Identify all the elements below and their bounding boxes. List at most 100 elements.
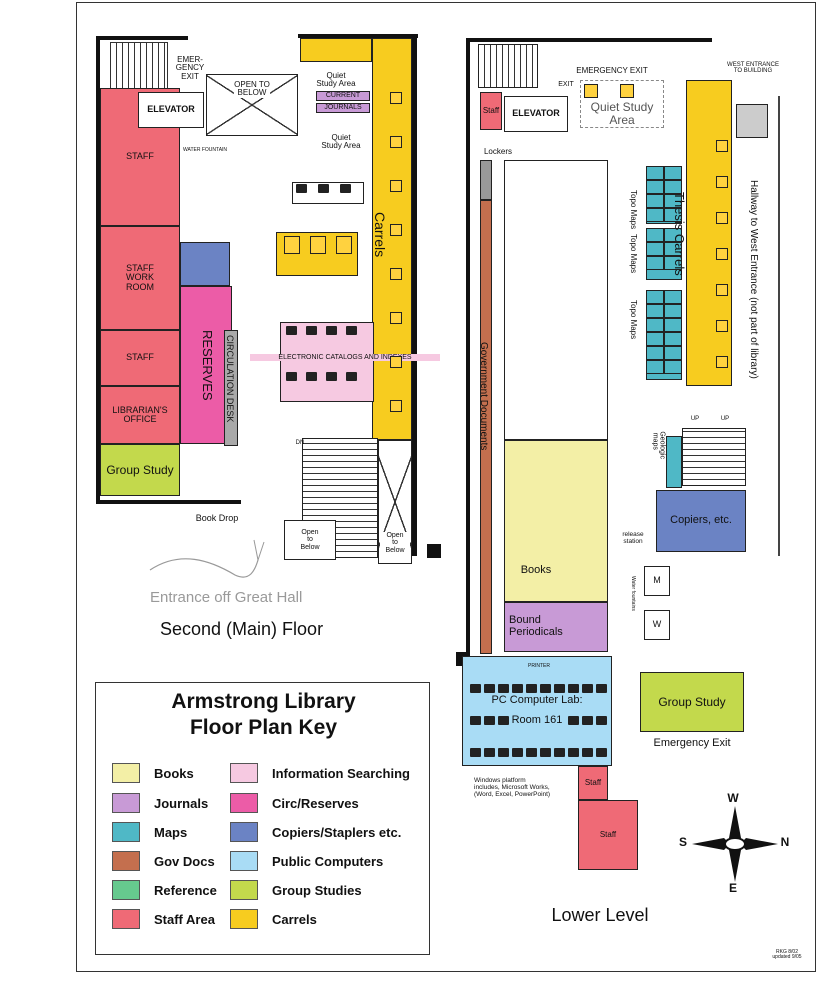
entrance-path-arrow [149, 539, 265, 578]
computer-icon [286, 372, 297, 381]
water-fountains-label: Water fountains [630, 576, 636, 611]
map-drawer [646, 228, 664, 242]
open-to-below-label: Open to Below [380, 532, 410, 555]
legend-label: Maps [154, 824, 188, 840]
map-drawer [646, 194, 664, 208]
computer-icon [498, 684, 509, 693]
compass-east-label: E [728, 881, 737, 895]
legend-item-group-studies: Group Studies [230, 880, 362, 900]
legend-label: Circ/Reserves [272, 795, 359, 811]
computer-icon [306, 372, 317, 381]
west-entrance-label: WEST ENTRANCE TO BUILDING [727, 62, 779, 75]
topo-maps-label: Topo Maps [629, 234, 638, 274]
computer-icon [526, 748, 537, 757]
map-drawer [664, 228, 682, 242]
carrel-desk [390, 356, 402, 368]
computer-icon [326, 372, 337, 381]
government-documents-label: Government Documents [478, 342, 489, 451]
entrance-label: Entrance off Great Hall [150, 589, 303, 606]
map-drawer [664, 180, 682, 194]
group-study-label: Group Study [106, 462, 174, 477]
legend-swatch [112, 909, 140, 929]
book-drop-label: Book Drop [195, 513, 239, 523]
hallway-label: Hallway to West Entrance (not part of li… [748, 180, 759, 379]
bound-periodicals-label: Bound Periodicals [509, 614, 563, 638]
pc-lab-label: PC Computer Lab: [491, 694, 583, 707]
legend-item-circ-reserves: Circ/Reserves [230, 793, 359, 813]
computer-icon [340, 184, 351, 193]
second-floor-title: Second (Main) Floor [160, 619, 324, 639]
carrel-desk [716, 284, 728, 296]
staff-label: Staff [482, 105, 500, 115]
staff-room: STAFF [100, 330, 180, 386]
open-to-below-label: OPEN TO BELOW [234, 80, 270, 98]
carrels-area [372, 38, 412, 440]
group-study-room: Group Study [640, 672, 744, 732]
books-label: Books [520, 564, 552, 577]
electronic-catalogs-label: ELECTRONIC CATALOGS AND INDEXES [250, 354, 440, 362]
staff-room-label: STAFF [126, 352, 154, 363]
legend-label: Public Computers [272, 853, 384, 869]
carrel-desk [390, 92, 402, 104]
emergency-exit-label: Emergency Exit [653, 737, 731, 749]
restroom-women-label: W [652, 619, 662, 630]
legend-swatch [230, 909, 258, 929]
librarians-office: LIBRARIAN'S OFFICE [100, 386, 180, 444]
legend-label: Copiers/Staplers etc. [272, 824, 402, 840]
stairwell [478, 44, 538, 88]
copiers-label: Copiers, etc. [670, 514, 732, 527]
carrels-label: Carrels [372, 212, 388, 258]
computer-icon [596, 684, 607, 693]
map-drawer [664, 194, 682, 208]
carrel-desk [584, 84, 598, 98]
legend-swatch [230, 880, 258, 900]
geologic-maps-cabinet [666, 436, 682, 488]
stairwell [682, 428, 746, 486]
computer-icon [286, 326, 297, 335]
computer-icon [582, 684, 593, 693]
legend-label: Journals [154, 795, 209, 811]
wall [298, 34, 418, 38]
topo-maps-label: Topo Maps [629, 190, 638, 230]
legend-swatch [230, 793, 258, 813]
open-to-below-label: Open to Below [300, 528, 320, 551]
wall [427, 544, 441, 558]
map-drawer [664, 166, 682, 180]
carrel-desk [390, 400, 402, 412]
computer-icon [512, 684, 523, 693]
journals-label: JOURNALS [324, 104, 362, 112]
bound-periodicals-area: Bound Periodicals [504, 602, 608, 652]
compass-west-label: W [727, 791, 739, 805]
circulation-desk-label: CIRCULATION DESK [225, 335, 235, 423]
carrels-area [300, 38, 372, 62]
elevator: ELEVATOR [504, 96, 568, 132]
computer-icon [470, 716, 481, 725]
legend-label: Carrels [272, 911, 317, 927]
legend-swatch [112, 880, 140, 900]
floor-plan-key: Armstrong Library Floor Plan Key Books J… [95, 682, 430, 955]
legend-item-copiers: Copiers/Staplers etc. [230, 822, 401, 842]
legend-item-public-computers: Public Computers [230, 851, 383, 871]
restroom-men: M [644, 566, 670, 596]
computer-icon [568, 716, 579, 725]
lower-level-title: Lower Level [551, 905, 649, 925]
map-drawer [646, 208, 664, 222]
map-drawer [664, 242, 682, 256]
geologic-maps-label: Geologic maps [651, 431, 666, 459]
emergency-exit-label: EMERGENCY EXIT [576, 66, 648, 75]
carrel-desk [716, 140, 728, 152]
legend-label: Information Searching [272, 765, 410, 781]
elevator: ELEVATOR [138, 92, 204, 128]
computer-icon [318, 184, 329, 193]
map-drawer [664, 304, 682, 318]
up-label: UP [720, 416, 730, 422]
computer-icon [484, 748, 495, 757]
staff-label: Staff [599, 829, 617, 839]
carrel-desk [284, 236, 300, 254]
carrel-desk [716, 212, 728, 224]
map-drawer [646, 304, 664, 318]
lockers-label: Lockers [483, 147, 512, 156]
staff-room: STAFF [100, 88, 180, 226]
restroom-men-label: M [653, 575, 661, 586]
map-drawer [664, 346, 682, 360]
